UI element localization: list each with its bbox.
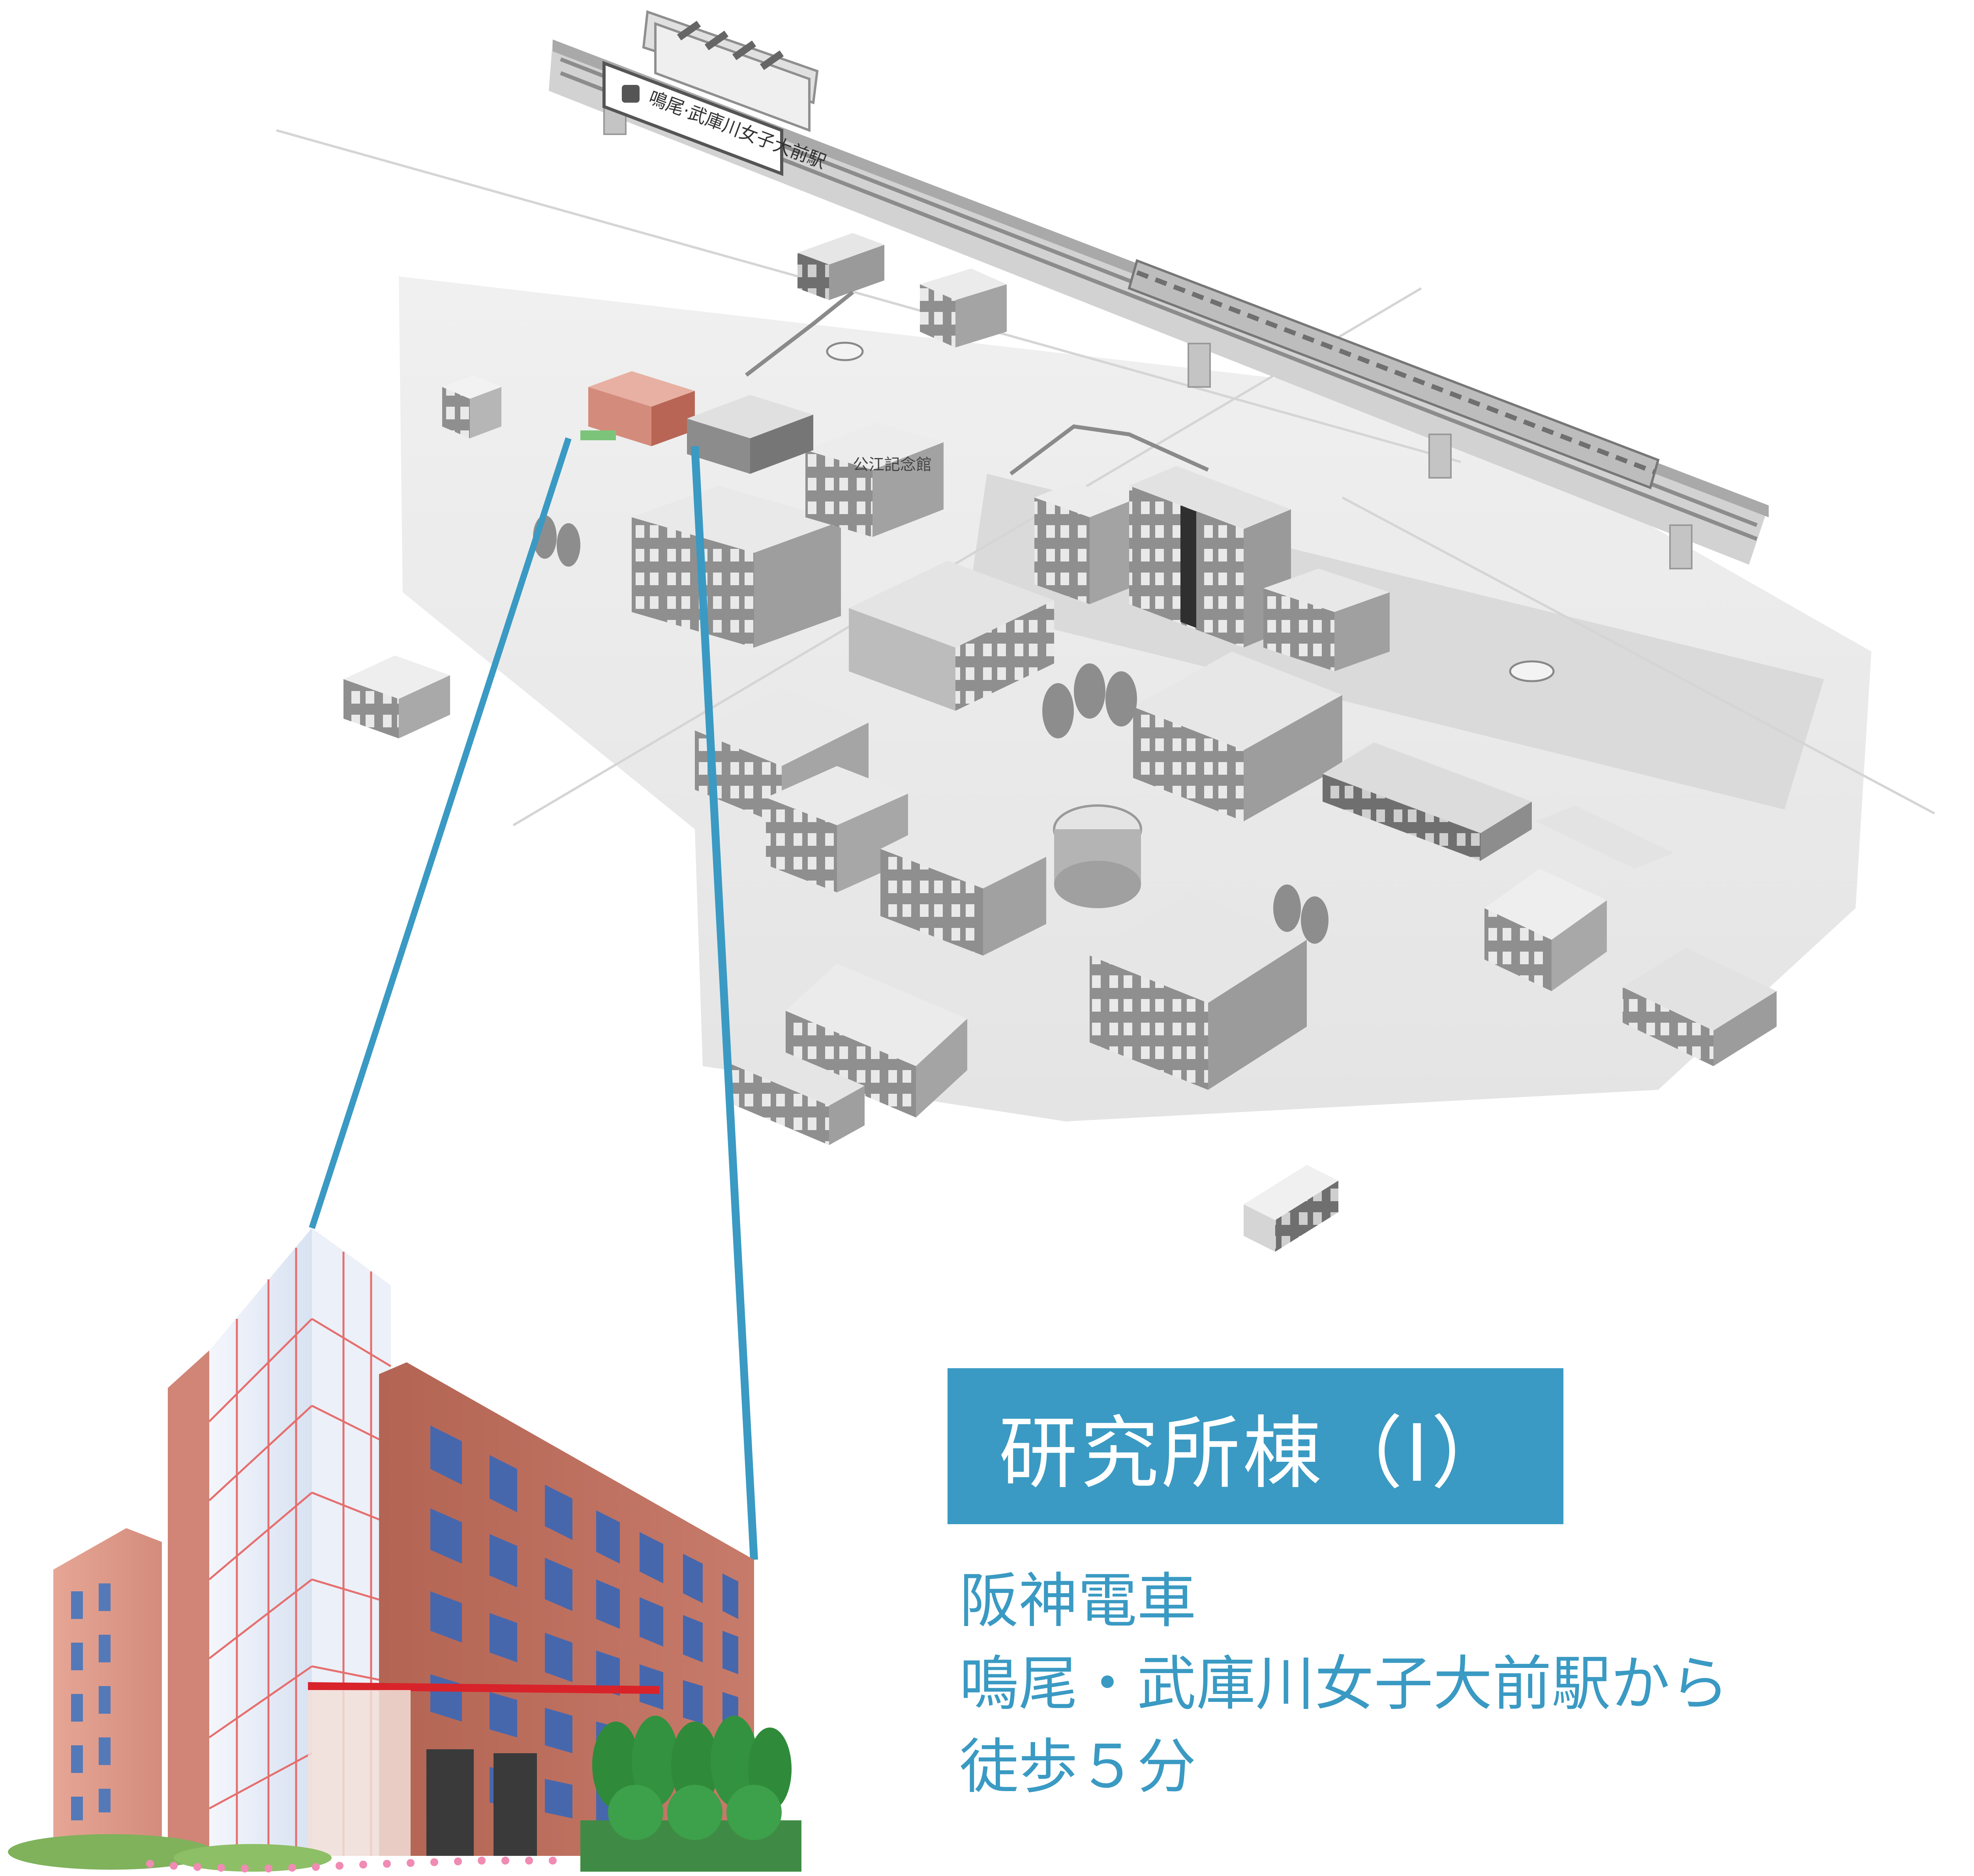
campus-buildings: 公江記念館 — [343, 233, 1777, 1252]
map-pedestrian-bridge — [745, 291, 1209, 475]
map-building — [726, 1042, 865, 1145]
trees — [580, 1716, 801, 1872]
access-info: 阪神電車 鳴尾・武庫川女子大前駅から 徒歩５分 — [959, 1560, 1729, 1808]
map-building — [880, 817, 1046, 956]
map-tower-building — [1129, 466, 1291, 648]
map-building — [1034, 482, 1129, 604]
building-title-banner: 研究所棟（Ⅰ） — [948, 1368, 1563, 1524]
building-title: 研究所棟（Ⅰ） — [998, 1407, 1512, 1500]
train — [1128, 259, 1660, 489]
map-car — [826, 342, 1555, 682]
map-building — [632, 486, 841, 648]
road-lines — [276, 129, 1935, 826]
hedge — [8, 1834, 557, 1872]
map-building — [766, 766, 908, 892]
map-building — [1133, 652, 1342, 821]
callout-lines — [309, 437, 758, 1560]
map-building — [1263, 569, 1390, 671]
map-building — [343, 655, 450, 738]
map-building — [1484, 869, 1607, 991]
research-building-illustration — [8, 1228, 801, 1872]
map-building — [797, 233, 884, 300]
map-round-building — [1053, 804, 1142, 908]
map-building-label: 公江記念館 — [853, 456, 932, 474]
map-building — [1536, 806, 1674, 869]
access-line-station: 鳴尾・武庫川女子大前駅から — [959, 1650, 1730, 1718]
access-line-walk: 徒歩５分 — [959, 1733, 1197, 1801]
map-building — [786, 963, 967, 1117]
access-line-railway: 阪神電車 — [959, 1567, 1197, 1636]
map-building — [1323, 742, 1532, 861]
map-building — [442, 375, 501, 438]
map-building — [687, 395, 813, 474]
map-building — [1244, 1165, 1338, 1252]
map-research-building-highlight — [580, 371, 695, 446]
rail-icon — [622, 85, 640, 103]
map-building — [849, 561, 1054, 711]
map-building-koe-kinenkan: 公江記念館 — [805, 423, 944, 537]
building-windows — [430, 1425, 738, 1826]
station-building: 鳴尾·武庫川女子大前駅 — [602, 10, 829, 176]
elevated-railway — [549, 39, 1769, 569]
map-building — [920, 269, 1007, 347]
map-building — [1623, 948, 1777, 1066]
map-building — [1090, 892, 1307, 1090]
